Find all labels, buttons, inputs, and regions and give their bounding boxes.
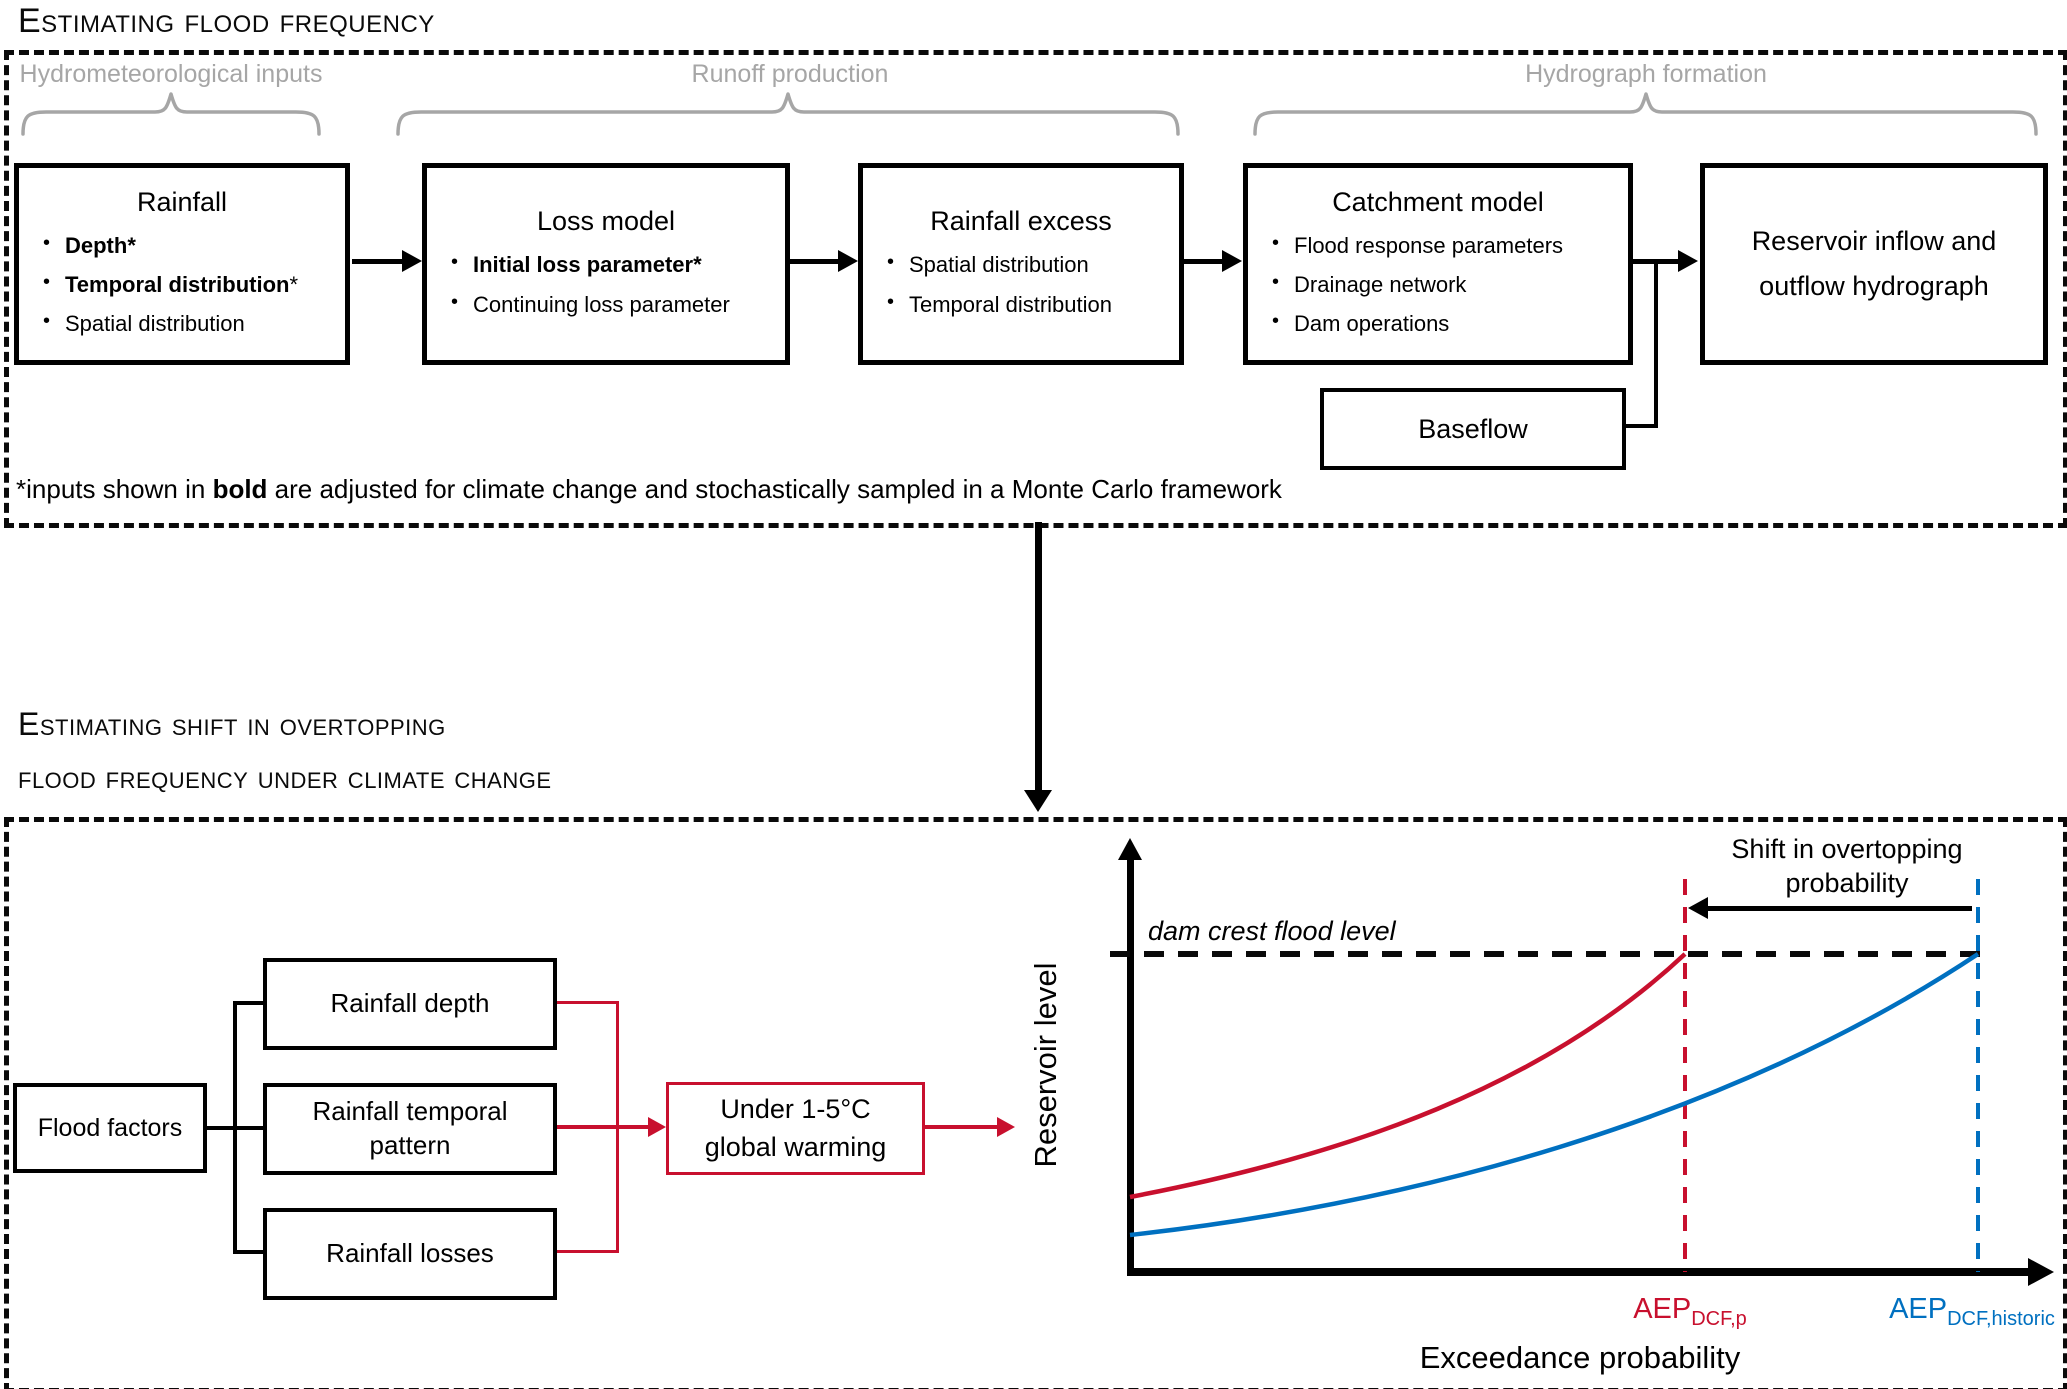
bullet-item: Flood response parameters <box>1270 226 1622 265</box>
section2-title-line2: flood frequency under climate change <box>18 759 552 795</box>
rainfall-depth-box: Rainfall depth <box>263 958 557 1050</box>
bullet-item: Temporal distribution <box>885 285 1173 324</box>
warming-box-text: Under 1-5°C global warming <box>705 1091 887 1167</box>
group-label-hydrometeorological-inputs: Hydrometeorological inputs <box>19 60 323 88</box>
dam-crest-dashed-line <box>1110 951 1985 957</box>
arrow-excess-to-catchment <box>1184 259 1224 264</box>
rainfall-depth-label: Rainfall depth <box>330 988 490 1019</box>
flood-factors-box: Flood factors <box>13 1083 207 1173</box>
rainfall-losses-label: Rainfall losses <box>326 1238 494 1269</box>
shift-label: Shift in overtopping probability <box>1731 832 1962 900</box>
footnote-pre: *inputs shown in <box>16 474 213 504</box>
warming-box-line2: global warming <box>704 1131 887 1162</box>
branch-to-rainfall-depth <box>233 1001 263 1005</box>
section-link-arrow-shaft <box>1035 522 1042 792</box>
bullet-item: Spatial distribution <box>885 245 1173 284</box>
catchment-model-bullets: Flood response parametersDrainage networ… <box>1248 226 1628 343</box>
reservoir-hydrograph-box: Reservoir inflow and outflow hydrograph <box>1700 163 2048 365</box>
baseflow-junction-vertical <box>1654 261 1658 428</box>
footnote-bold: bold <box>212 474 268 504</box>
red-arrow-to-chart-shaft <box>925 1125 999 1129</box>
bullet-item: Dam operations <box>1270 304 1622 343</box>
aep-dcf-historic-sub: DCF,historic <box>1947 1307 2055 1330</box>
catchment-model-box-title: Catchment model <box>1332 186 1544 217</box>
dam-crest-label: dam crest flood level <box>1148 916 1396 946</box>
red-stub-losses <box>557 1250 619 1253</box>
rainfall-temporal-pattern-box: Rainfall temporal pattern <box>263 1083 557 1175</box>
aep-dcf-historic-base: AEP <box>1889 1293 1948 1325</box>
reservoir-hydrograph-box-title: Reservoir inflow and outflow hydrograph <box>1751 226 1997 301</box>
bullet-item: Depth* <box>41 226 339 265</box>
footnote-post: are adjusted for climate change and stoc… <box>267 474 1282 504</box>
flood-factors-label: Flood factors <box>37 1113 183 1142</box>
rainfall-bullets: Depth*Temporal distribution*Spatial dist… <box>19 226 345 343</box>
group-label-hydrograph-formation: Hydrograph formation <box>1525 60 1767 88</box>
footnote: *inputs shown in bold are adjusted for c… <box>16 474 1282 505</box>
rainfall-excess-box-title: Rainfall excess <box>930 206 1112 237</box>
bullet-item: Temporal distribution* <box>41 265 339 304</box>
arrowhead-excess-to-catchment <box>1222 250 1242 272</box>
chart-y-axis-label: Reservoir level <box>1028 962 1063 1168</box>
loss-model-box-title: Loss model <box>536 206 676 237</box>
loss-model-bullets: Initial loss parameter*Continuing loss p… <box>427 245 785 323</box>
red-arrow-to-warming-shaft <box>557 1125 649 1129</box>
baseflow-box: Baseflow <box>1320 388 1626 470</box>
section1-title: Estimating flood frequency <box>18 2 435 40</box>
warming-box-line1: Under 1-5°C <box>720 1093 871 1124</box>
arrow-rainfall-to-loss <box>352 259 404 264</box>
rainfall-losses-box: Rainfall losses <box>263 1208 557 1300</box>
arrowhead-rainfall-to-loss <box>402 250 422 272</box>
arrow-loss-to-excess <box>790 259 840 264</box>
chart-y-axis-arrowhead <box>1118 838 1142 860</box>
baseflow-box-title: Baseflow <box>1418 413 1528 444</box>
brace-hydrometeorological-inputs <box>21 92 321 136</box>
group-label-runoff-production: Runoff production <box>691 60 889 88</box>
bullet-item: Spatial distribution <box>41 304 339 343</box>
catchment-model-box: Catchment model Flood response parameter… <box>1243 163 1633 365</box>
warming-box: Under 1-5°C global warming <box>666 1082 925 1175</box>
section2-title-line1: Estimating shift in overtopping <box>18 706 446 742</box>
baseflow-junction-horizontal <box>1625 424 1658 428</box>
aep-dcf-p-label: AEPDCF,p <box>1633 1293 1747 1331</box>
shift-label-line2: probability <box>1785 868 1909 898</box>
rainfall-temporal-pattern-label: Rainfall temporal pattern <box>312 1096 508 1160</box>
chart-x-axis-arrowhead <box>2028 1258 2054 1286</box>
rainfall-excess-bullets: Spatial distributionTemporal distributio… <box>863 245 1179 323</box>
arrowhead-loss-to-excess <box>838 250 858 272</box>
red-arrowhead-to-chart <box>997 1117 1015 1137</box>
aep-dcf-p-base: AEP <box>1633 1293 1692 1325</box>
aep-dcf-historic-label: AEPDCF,historic <box>1889 1293 2055 1331</box>
aep-dcf-p-sub: DCF,p <box>1691 1307 1747 1330</box>
rainfall-box: Rainfall Depth*Temporal distribution*Spa… <box>14 163 350 365</box>
branch-to-rainfall-pattern <box>233 1126 263 1130</box>
shift-arrow-shaft <box>1706 906 1972 911</box>
brace-hydrograph-formation <box>1253 92 2038 136</box>
chart-y-axis <box>1127 858 1134 1276</box>
branch-to-rainfall-losses <box>233 1250 263 1254</box>
red-stub-depth <box>557 1001 619 1004</box>
rainfall-box-title: Rainfall <box>136 186 228 217</box>
arrowhead-catchment-to-reservoir <box>1678 250 1698 272</box>
bullet-item: Drainage network <box>1270 265 1622 304</box>
bullet-item: Continuing loss parameter <box>449 285 779 324</box>
red-arrowhead-to-warming <box>648 1117 666 1137</box>
aep-dcf-p-dashed-line <box>1683 879 1687 1272</box>
aep-dcf-historic-dashed-line <box>1976 879 1980 1272</box>
brace-runoff-production <box>396 92 1180 136</box>
section2-title: Estimating shift in overtopping flood fr… <box>18 698 552 804</box>
chart-x-axis-label: Exceedance probability <box>1419 1340 1741 1375</box>
rainfall-excess-box: Rainfall excess Spatial distributionTemp… <box>858 163 1184 365</box>
shift-arrowhead-left <box>1688 897 1708 919</box>
shift-label-line1: Shift in overtopping <box>1731 834 1963 864</box>
section-link-arrowhead <box>1024 790 1052 812</box>
chart-x-axis <box>1127 1268 2030 1276</box>
bullet-item: Initial loss parameter* <box>449 245 779 284</box>
loss-model-box: Loss model Initial loss parameter*Contin… <box>422 163 790 365</box>
flood-factors-stub <box>207 1126 235 1130</box>
